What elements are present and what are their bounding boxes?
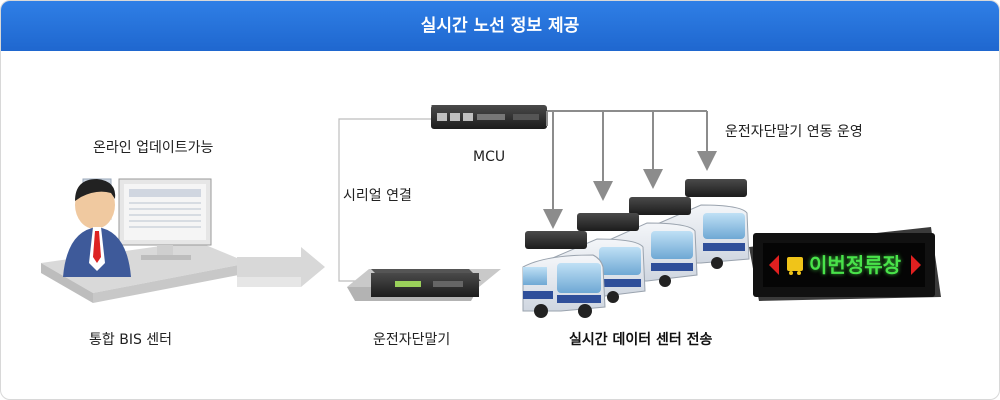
realtime-center-label: 실시간 데이터 센터 전송 — [569, 332, 713, 348]
online-update-label: 온라인 업데이트가능 — [93, 140, 214, 156]
flow-arrow — [237, 247, 325, 287]
bus-icon — [787, 257, 803, 271]
serial-label: 시리얼 연결 — [343, 188, 412, 204]
terminal-device — [347, 269, 501, 301]
sign-right-arrow — [911, 255, 921, 275]
mcu-to-bus-lines — [543, 110, 717, 229]
mcu-label: MCU — [473, 149, 506, 165]
terminal-link-label: 운전자단말기 연동 운영 — [725, 124, 863, 140]
page-title: 실시간 노선 정보 제공 — [420, 16, 580, 36]
title-bar — [1, 1, 999, 51]
mcu-device — [431, 105, 547, 129]
bus-1 — [522, 231, 606, 318]
terminal-label: 운전자단말기 — [373, 332, 451, 348]
bis-center-illustration — [41, 178, 249, 303]
bis-center-label: 통합 BIS 센터 — [89, 332, 173, 348]
sign-left-arrow — [769, 255, 779, 275]
bus-fleet — [522, 179, 750, 318]
led-sign — [749, 227, 941, 301]
sign-text: 이번정류장 — [809, 253, 901, 277]
